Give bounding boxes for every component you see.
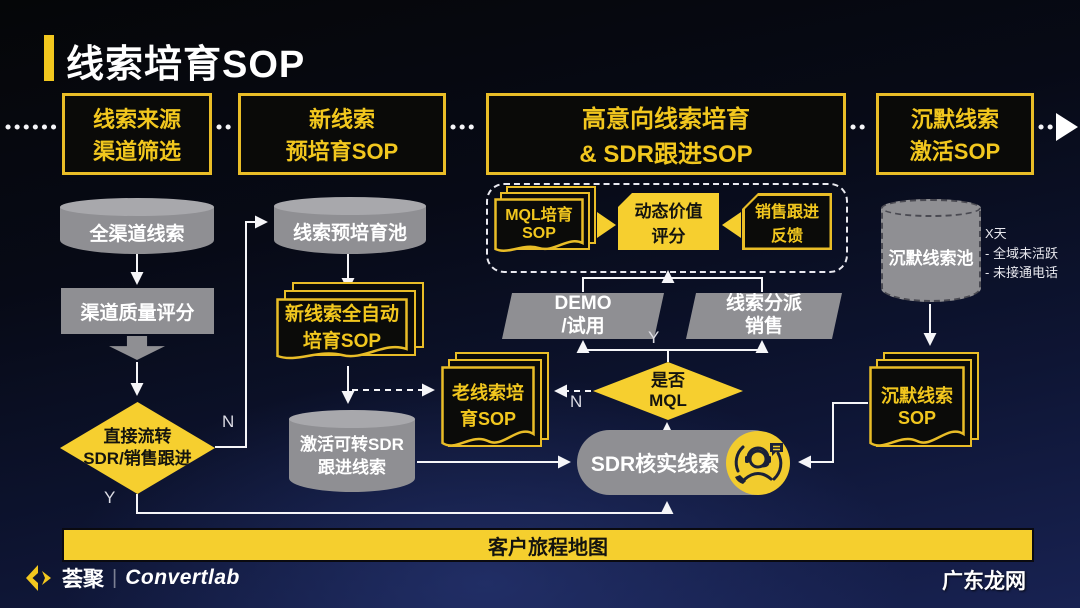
- silent-lead-pool-label: 沉默线索池: [888, 249, 974, 268]
- logo-divider: |: [112, 566, 118, 589]
- agent-headset-icon: [726, 431, 790, 495]
- decision1-no-label: N: [222, 412, 235, 431]
- silent-lead-pool-cylinder: 沉默线索池: [881, 199, 981, 302]
- decision2-no-label: N: [570, 392, 583, 411]
- demo-trial-parallelogram: DEMO /试用: [502, 293, 664, 339]
- customer-journey-bar: 客户旅程地图: [62, 528, 1034, 562]
- sales-feedback-box: 销售跟进 反馈: [742, 193, 832, 250]
- channel-quality-scoring-box: 渠道质量评分: [61, 288, 214, 334]
- doc-front: [441, 366, 535, 447]
- doc-front: [494, 198, 584, 252]
- decision1-yes-label: Y: [104, 488, 116, 507]
- silent-lead-sop-doc: 沉默线索 SOP: [869, 352, 979, 454]
- activated-sdr-leads-label: 激活可转SDR 跟进线索: [300, 435, 404, 477]
- cylinder-top: [274, 197, 426, 215]
- silent-lead-sop-label: 沉默线索 SOP: [881, 385, 953, 428]
- pre-nurture-pool-cylinder: 线索预培育池: [274, 197, 426, 254]
- silent-pool-note: X天 - 全域未活跃 - 未接通电话: [985, 226, 1058, 280]
- sales-feedback-label: 销售跟进 反馈: [744, 195, 830, 248]
- stage-high-intent-sop: 高意向线索培育 & SDR跟进SOP: [486, 93, 846, 175]
- footer-logo: 荟聚 | Convertlab: [24, 563, 240, 593]
- cylinder-top: [60, 198, 214, 216]
- all-channel-leads-cylinder: 全渠道线索: [60, 198, 214, 254]
- stage-silent-lead-sop: 沉默线索 激活SOP: [876, 93, 1034, 175]
- activated-sdr-leads-cylinder: 激活可转SDR 跟进线索: [289, 410, 415, 492]
- new-lead-auto-sop-doc: 新线索全自动 培育SOP: [276, 282, 424, 364]
- all-channel-leads-label: 全渠道线索: [89, 223, 185, 245]
- new-lead-auto-sop-label: 新线索全自动 培育SOP: [284, 304, 399, 352]
- cylinder-body: [881, 208, 981, 302]
- doc-front: [869, 366, 965, 447]
- cylinder-body: [289, 419, 415, 492]
- cylinder-top: [881, 199, 981, 217]
- page-title: 线索培育SOP: [66, 44, 306, 86]
- lead-assign-sales-parallelogram: 线索分派 销售: [686, 293, 842, 339]
- doc-front: [276, 298, 408, 360]
- decision2-yes-label: Y: [648, 328, 660, 347]
- right-arrow-icon: [1056, 113, 1078, 141]
- stage-new-lead-sop: 新线索 预培育SOP: [238, 93, 446, 175]
- old-lead-nurture-sop-label: 老线索培 育SOP: [452, 383, 524, 429]
- dynamic-value-scoring-box: 动态价值 评分: [618, 193, 719, 250]
- logo-icon: [26, 565, 51, 591]
- stage-lead-source: 线索来源 渠道筛选: [62, 93, 212, 175]
- watermark: 广东龙网: [942, 570, 1026, 593]
- brand-name: Convertlab: [125, 566, 240, 589]
- old-lead-nurture-sop-doc: 老线索培 育SOP: [441, 352, 549, 454]
- pre-nurture-pool-label: 线索预培育池: [292, 223, 407, 244]
- logo-text-cn: 荟聚: [62, 568, 104, 591]
- title-accent-bar: [44, 35, 54, 81]
- mql-nurture-sop-doc: MQL培育 SOP: [494, 186, 596, 256]
- mql-nurture-sop-label: MQL培育 SOP: [505, 207, 573, 242]
- cylinder-top: [289, 410, 415, 428]
